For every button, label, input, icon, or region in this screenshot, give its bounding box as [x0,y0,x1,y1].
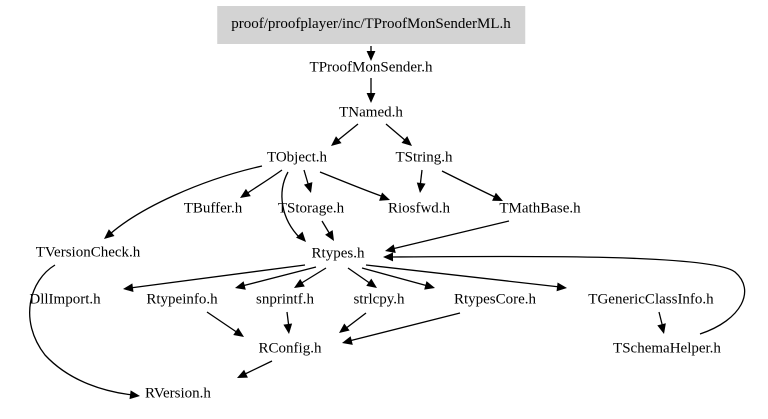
edge-tgenericclassinfo-to-tschemahelper [657,311,666,334]
arrowhead [556,282,567,292]
arrowhead [303,182,313,193]
node-dllimport[interactable]: DllImport.h [29,291,101,308]
arrowhead [283,323,293,334]
arrowhead [129,390,140,400]
node-root[interactable]: proof/proofplayer/inc/TProofMonSenderML.… [217,6,525,44]
edge-tmathbase-to-rtypes [385,220,510,253]
node-strlcpy[interactable]: strlcpy.h [353,291,405,308]
arrowhead [385,244,396,253]
node-tgenericclassinfo[interactable]: TGenericClassInfo.h [588,291,714,308]
node-tschemahelper[interactable]: TSchemaHelper.h [613,340,721,357]
arrowhead [339,323,350,333]
arrowhead [366,51,376,61]
edge-tstring-to-tmathbase [441,170,503,201]
arrowhead [123,283,134,293]
arrowhead [240,188,251,198]
edge-root-to-tproofmonsender [366,46,376,61]
edge-strlcpy-to-rconfig [339,312,367,333]
edge-tstorage-to-rtypes [321,220,334,241]
node-tmathbase[interactable]: TMathBase.h [499,200,581,217]
arrowhead [233,327,244,337]
edge-snprintf-to-rconfig [283,311,293,334]
edge-rtypes-to-rtypescore [361,267,435,290]
edge-rtypes-to-snprintf [294,267,327,288]
node-rtypeinfo[interactable]: Rtypeinfo.h [146,291,218,308]
edge-tobject-to-tbuffer [240,169,283,198]
arrowhead [492,192,503,201]
arrowhead [366,278,377,288]
node-rtypes[interactable]: Rtypes.h [311,245,365,262]
node-rversion[interactable]: RVersion.h [145,385,211,402]
edge-tobject-to-tstorage [303,169,313,193]
edge-tobject-to-tversioncheck [104,165,263,239]
edge-tnamed-to-tstring [385,123,412,146]
arrowhead [416,182,426,193]
arrowhead [104,229,115,239]
arrowhead [235,281,246,290]
node-snprintf[interactable]: snprintf.h [256,291,314,308]
node-tversioncheck[interactable]: TVersionCheck.h [35,244,141,261]
node-tstorage[interactable]: TStorage.h [277,200,345,217]
edge-tstring-to-riosfwd [416,169,426,193]
edge-rtypes-to-strlcpy [347,267,377,288]
node-tbuffer[interactable]: TBuffer.h [183,200,243,217]
arrowhead [366,93,376,103]
edge-tversioncheck-to-rversion [29,264,140,400]
arrowhead [657,323,666,334]
arrowhead [383,252,394,262]
node-tnamed[interactable]: TNamed.h [339,104,403,121]
edge-rtypes-to-dllimport [123,264,306,293]
arrowhead [294,279,305,288]
node-rtypescore[interactable]: RtypesCore.h [453,291,537,308]
node-tstring[interactable]: TString.h [395,149,453,166]
edge-tobject-to-rtypes [281,171,306,242]
arrowhead [237,369,248,378]
arrowhead [331,136,342,146]
edge-tschemahelper-to-rtypes [383,252,746,335]
edge-rtypeinfo-to-rconfig [206,311,244,337]
edge-rconfig-to-rversion [237,360,273,378]
edge-tproofmonsender-to-tnamed [366,78,376,103]
node-rconfig[interactable]: RConfig.h [258,340,322,357]
node-tobject[interactable]: TObject.h [266,149,328,166]
node-riosfwd[interactable]: Riosfwd.h [387,200,451,217]
node-tproofmonsender[interactable]: TProofMonSender.h [309,59,433,76]
edge-rtypes-to-tgenericclassinfo [365,264,567,292]
edge-rtypescore-to-rconfig [342,312,461,345]
arrowhead [325,230,334,241]
arrowhead [296,231,306,242]
arrowhead [424,281,435,290]
edge-tnamed-to-tobject [331,123,359,146]
edge-tobject-to-riosfwd [319,171,390,201]
arrowhead [379,192,390,201]
arrowhead [401,136,412,146]
arrowhead [342,336,353,345]
edge-rtypes-to-rtypeinfo [235,266,317,290]
